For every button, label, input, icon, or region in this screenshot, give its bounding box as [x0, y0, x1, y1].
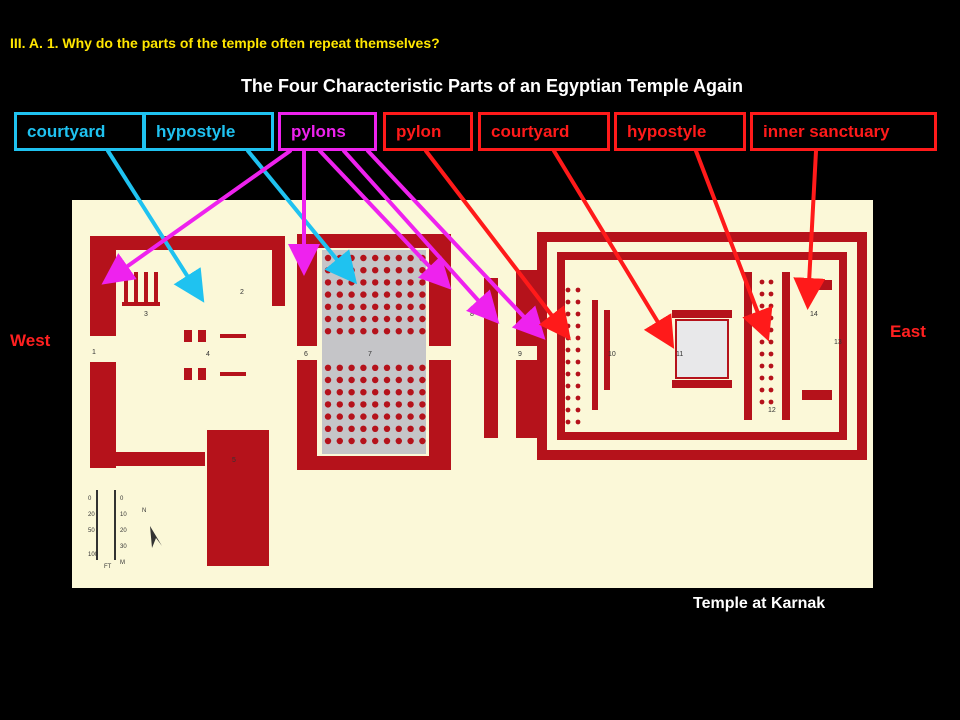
label-pylons: pylons: [278, 112, 377, 151]
room-number-9: 9: [518, 351, 522, 358]
label-courtyard-west: courtyard: [14, 112, 145, 151]
arrow-courtyard-west: [106, 149, 205, 303]
room-number-11: 11: [676, 351, 683, 358]
room-number-2: 2: [240, 289, 244, 296]
scale-bar: 0 20 50 100 0 10 20 30 M FT N: [88, 490, 162, 570]
room-number-7: 7: [368, 351, 372, 358]
arrow-pylons-3: [318, 149, 452, 290]
label-hypostyle-east: hypostyle: [614, 112, 746, 151]
svg-text:50: 50: [88, 528, 95, 534]
label-courtyard-east: courtyard: [478, 112, 610, 151]
room-number-12: 12: [768, 407, 776, 414]
east-label: East: [890, 322, 926, 341]
slide-title: The Four Characteristic Parts of an Egyp…: [240, 76, 744, 96]
north-label: N: [142, 508, 146, 514]
room-number-1: 1: [92, 349, 96, 356]
arrow-pylons-4: [342, 149, 500, 324]
label-inner-sanctuary: inner sanctuary: [750, 112, 937, 151]
temple-floor-plan: 1 2 3 4 5 6 7 8 9 10 11 12 13 14 0 20 50…: [72, 200, 873, 588]
room-number-5: 5: [232, 457, 236, 464]
west-label: West: [10, 331, 51, 350]
slide-header: III. A. 1. Why do the parts of the templ…: [10, 35, 440, 51]
room-number-10: 10: [608, 351, 616, 358]
label-pylon: pylon: [383, 112, 473, 151]
room-number-14: 14: [810, 311, 818, 318]
svg-text:30: 30: [120, 544, 127, 550]
svg-text:FT: FT: [104, 564, 112, 570]
arrow-pylon: [424, 149, 571, 341]
room-number-3: 3: [144, 311, 148, 318]
svg-text:0: 0: [120, 496, 124, 502]
label-hypostyle-west: hypostyle: [143, 112, 274, 151]
arrow-hypostyle-west: [246, 149, 358, 285]
svg-text:10: 10: [120, 512, 127, 518]
arrow-courtyard-east: [552, 149, 675, 349]
svg-text:20: 20: [120, 528, 127, 534]
svg-text:100: 100: [88, 552, 99, 558]
room-number-6: 6: [304, 351, 308, 358]
room-number-4: 4: [206, 351, 210, 358]
room-number-13: 13: [834, 339, 842, 346]
svg-text:20: 20: [88, 512, 95, 518]
svg-text:M: M: [120, 560, 125, 566]
arrow-hypostyle-east: [694, 149, 773, 342]
arrow-inner-sanctuary: [793, 149, 826, 310]
arrow-pylons-1: [101, 149, 292, 285]
plan-caption: Temple at Karnak: [693, 595, 826, 612]
svg-text:0: 0: [88, 496, 92, 502]
arrow-pylons-5: [366, 149, 546, 340]
